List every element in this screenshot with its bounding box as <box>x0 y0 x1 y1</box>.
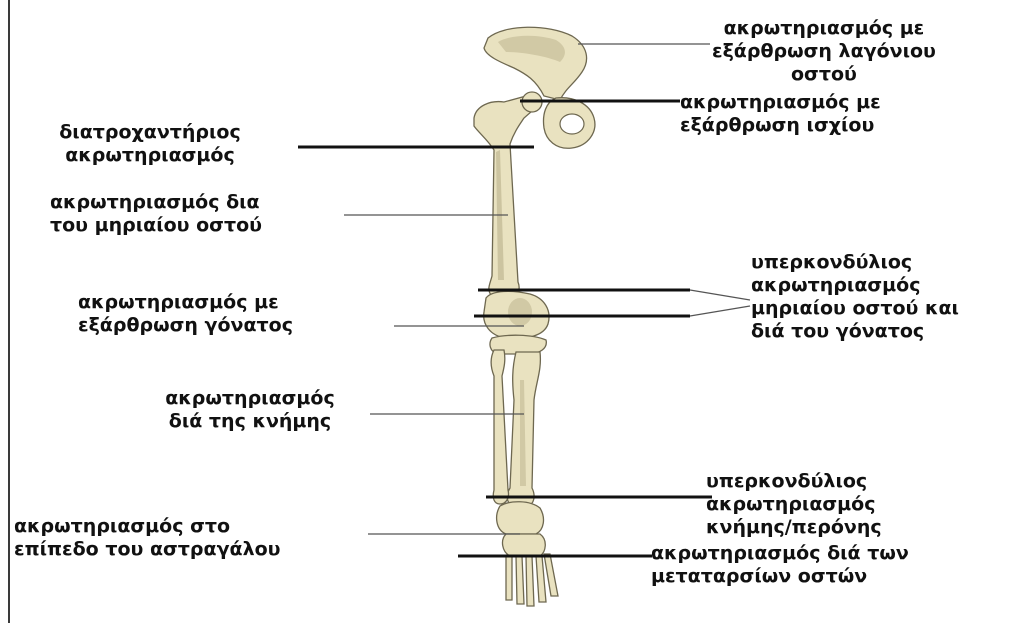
label-hip-disarticulation: ακρωτηριασμός με εξάρθρωση ισχίου <box>680 91 881 137</box>
label-transfemoral-amputation: ακρωτηριασμός δια του μηριαίου οστού <box>50 191 262 237</box>
label-line: διά του γόνατος <box>751 320 959 343</box>
label-line: εξάρθρωση ισχίου <box>680 114 881 137</box>
label-line: μεταταρσίων οστών <box>651 565 909 588</box>
label-line: ακρωτηριασμός με <box>712 17 936 40</box>
label-line: οστού <box>712 63 936 86</box>
leader-supracondylar-femur-join-upper <box>690 290 750 300</box>
label-line: ακρωτηριασμός διά των <box>651 542 909 565</box>
label-line: εξάρθρωση λαγόνιου <box>712 40 936 63</box>
label-line: κνήμης/περόνης <box>706 516 882 539</box>
label-line: ακρωτηριασμός με <box>78 291 293 314</box>
label-supracondylar-femur-knee: υπερκονδύλιος ακρωτηριασμός μηριαίου οστ… <box>751 251 959 343</box>
label-trochanteric-amputation: διατροχαντήριος ακρωτηριασμός <box>50 121 250 167</box>
label-line: του μηριαίου οστού <box>50 214 262 237</box>
label-line: ακρωτηριασμός <box>751 274 959 297</box>
label-transmetatarsal-amputation: ακρωτηριασμός διά των μεταταρσίων οστών <box>651 542 909 588</box>
label-line: διατροχαντήριος <box>50 121 250 144</box>
label-knee-disarticulation: ακρωτηριασμός με εξάρθρωση γόνατος <box>78 291 293 337</box>
fibula-bone <box>491 350 509 504</box>
label-line: ακρωτηριασμός δια <box>50 191 262 214</box>
femur-bone <box>474 92 542 298</box>
label-line: εξάρθρωση γόνατος <box>78 314 293 337</box>
label-line: διά της κνήμης <box>140 410 360 433</box>
label-line: μηριαίου οστού και <box>751 297 959 320</box>
label-line: ακρωτηριασμός <box>706 493 882 516</box>
label-line: ακρωτηριασμός στο <box>14 515 281 538</box>
label-line: επίπεδο του αστραγάλου <box>14 538 281 561</box>
label-line: ακρωτηριασμός <box>140 387 360 410</box>
label-line: υπερκονδύλιος <box>751 251 959 274</box>
label-line: ακρωτηριασμός με <box>680 91 881 114</box>
ankle-bones <box>497 502 546 556</box>
leader-supracondylar-femur-join-lower <box>690 306 750 316</box>
label-ankle-level-amputation: ακρωτηριασμός στο επίπεδο του αστραγάλου <box>14 515 281 561</box>
label-iliac-disarticulation: ακρωτηριασμός με εξάρθρωση λαγόνιου οστο… <box>712 17 936 86</box>
label-supracondylar-tibia-fibula: υπερκονδύλιος ακρωτηριασμός κνήμης/περόν… <box>706 470 882 539</box>
label-line: υπερκονδύλιος <box>706 470 882 493</box>
foot-bones <box>506 554 558 606</box>
label-transtibial-amputation: ακρωτηριασμός διά της κνήμης <box>140 387 360 433</box>
knee-joint <box>484 291 549 354</box>
label-line: ακρωτηριασμός <box>50 144 250 167</box>
tibia-bone <box>507 352 540 506</box>
